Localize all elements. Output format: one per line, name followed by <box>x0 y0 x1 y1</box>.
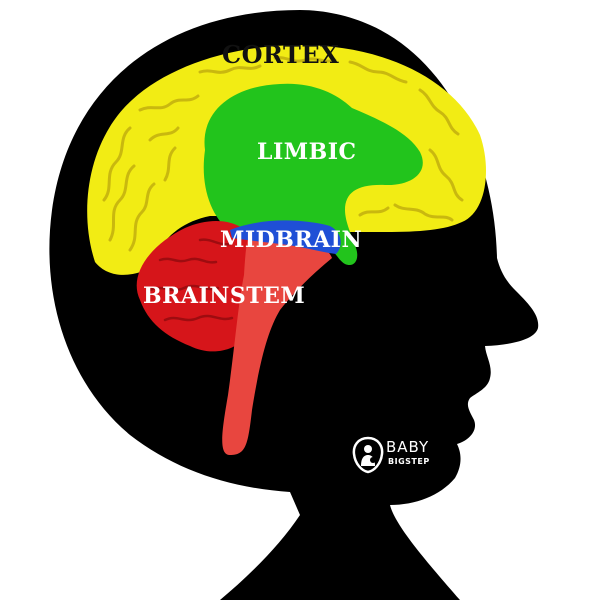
cortex-folds <box>102 56 464 252</box>
logo-word-bigstep: BIGSTEP <box>388 457 430 466</box>
logo-word-baby: BABY <box>386 438 430 456</box>
brainstem-label: BRAINSTEM <box>143 283 306 309</box>
brainstem-region <box>222 236 332 455</box>
cerebellum-folds <box>148 238 234 322</box>
mother-child-icon <box>352 436 384 474</box>
cortex-label: CORTEX <box>222 40 340 69</box>
midbrain-label: MIDBRAIN <box>220 227 363 253</box>
midbrain-region <box>230 220 341 254</box>
limbic-label: LIMBIC <box>257 139 357 165</box>
limbic-region <box>203 83 423 266</box>
baby-bigstep-logo: BABY BIGSTEP <box>352 436 452 476</box>
